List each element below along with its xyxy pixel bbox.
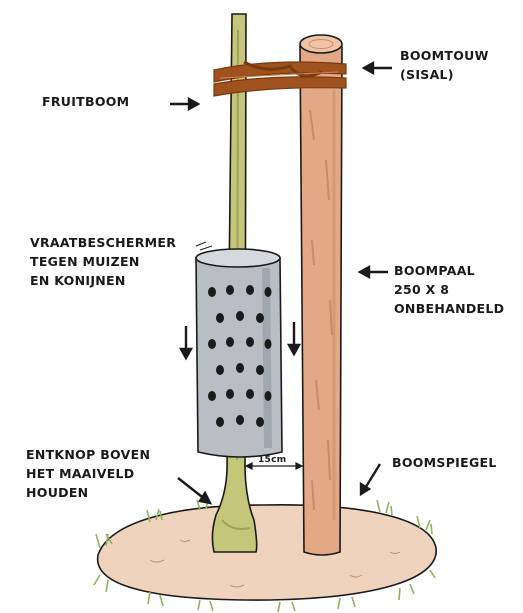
- label-tree-rope-line1: BOOMTOUW: [400, 47, 489, 64]
- label-stake-line1: BOOMPAAL: [394, 262, 475, 279]
- arrow-tree-rope: [364, 63, 392, 73]
- tree-stake: [300, 35, 342, 555]
- arrow-stake: [360, 267, 388, 277]
- tree-ring-ground: [98, 505, 437, 600]
- arrow-guard-left: [181, 326, 191, 358]
- label-stake-line2: 250 X 8: [394, 281, 449, 298]
- label-guard-line3: EN KONIJNEN: [30, 272, 126, 289]
- label-guard-line1: VRAATBESCHERMER: [30, 234, 176, 251]
- label-guard-line2: TEGEN MUIZEN: [30, 253, 140, 270]
- arrow-graft: [178, 478, 210, 503]
- arrow-guard-right: [289, 322, 299, 354]
- arrow-fruit-tree: [170, 99, 198, 109]
- arrow-tree-ring: [361, 464, 380, 494]
- label-graft-line3: HOUDEN: [26, 484, 88, 501]
- label-distance: 15cm: [258, 452, 286, 469]
- label-tree-ring: BOOMSPIEGEL: [392, 454, 497, 471]
- label-graft-line2: HET MAAIVELD: [26, 465, 134, 482]
- label-stake-line3: ONBEHANDELD: [394, 300, 504, 317]
- label-fruit-tree: FRUITBOOM: [42, 93, 129, 110]
- label-tree-rope-line2: (SISAL): [400, 66, 454, 83]
- label-graft-line1: ENTKNOP BOVEN: [26, 446, 150, 463]
- rodent-guard: [196, 242, 282, 457]
